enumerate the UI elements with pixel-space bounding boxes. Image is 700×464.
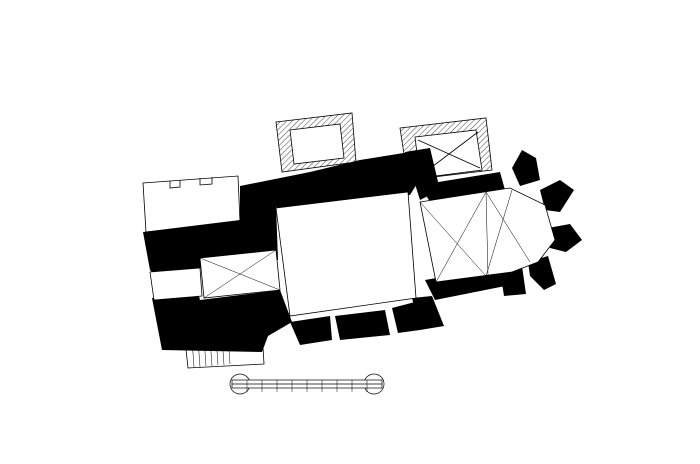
nave <box>275 191 417 317</box>
choir <box>419 187 556 283</box>
scale-bar <box>229 373 385 395</box>
